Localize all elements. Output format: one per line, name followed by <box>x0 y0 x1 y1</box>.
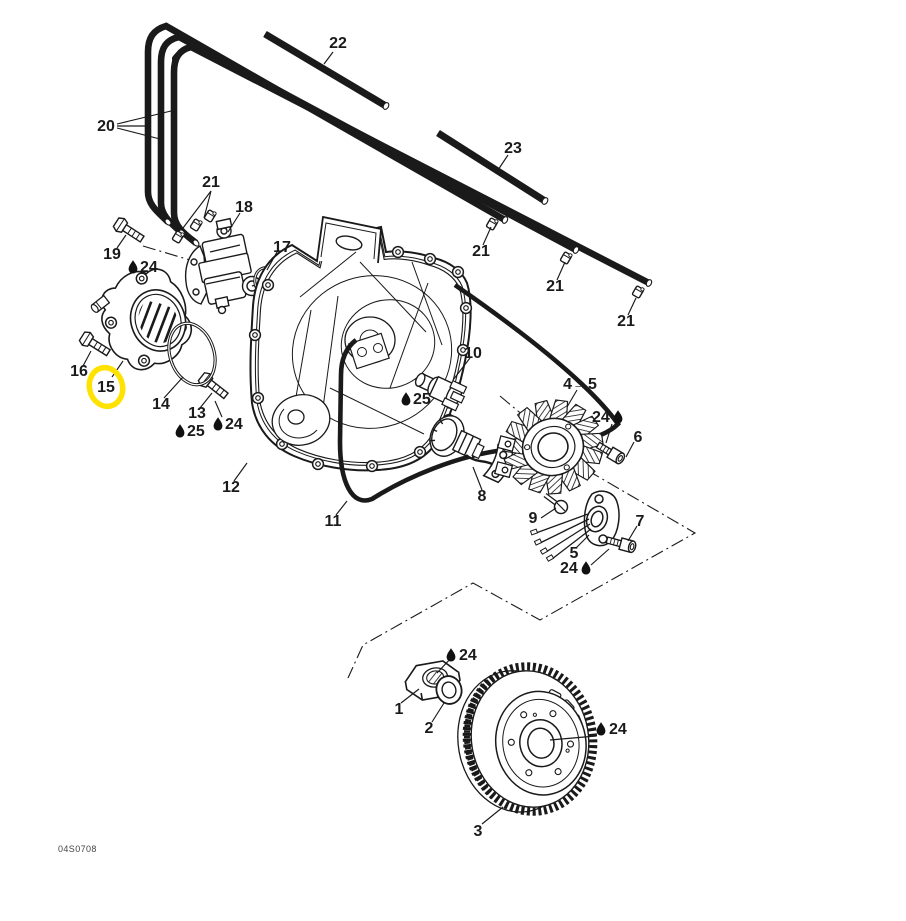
part-label-6: 6 <box>634 429 643 446</box>
part-label-21: 21 <box>546 278 564 295</box>
stator-mounting-tabs <box>493 435 517 479</box>
oil-drop-icon <box>596 722 606 736</box>
part-label-21: 21 <box>617 313 635 330</box>
tube-clamp <box>559 250 574 266</box>
oil-drop-icon <box>128 260 138 274</box>
water-pump-volute <box>271 394 331 446</box>
part-label-1: 1 <box>395 701 404 718</box>
ring-gear-teeth <box>462 662 598 816</box>
large-o-ring-14 <box>167 321 217 387</box>
water-pump-cover <box>90 268 192 371</box>
drawing-code: 04S0708 <box>58 844 97 854</box>
tube-clamp <box>631 284 646 300</box>
part-label-5: 5 <box>570 545 579 562</box>
part-label-20: 20 <box>97 118 115 135</box>
stator-wires <box>529 513 592 562</box>
part-label-9: 9 <box>529 510 538 527</box>
oil-drop-icon <box>613 410 623 424</box>
magneto-cover <box>248 215 473 473</box>
cover-top-bracket <box>316 215 382 264</box>
part-label-23: 23 <box>504 140 522 157</box>
crankshaft-washer <box>435 675 463 705</box>
part-label-3: 3 <box>474 823 483 840</box>
part-label-22: 22 <box>329 35 347 52</box>
lube-label-25: 25 <box>413 391 431 408</box>
stator-screw-9 <box>543 493 569 515</box>
lube-label-24: 24 <box>592 409 610 426</box>
stator <box>502 399 605 495</box>
part-label-21: 21 <box>202 174 220 191</box>
part-label-13: 13 <box>188 405 206 422</box>
flywheel <box>457 662 598 816</box>
lube-label-24: 24 <box>609 721 627 738</box>
part-label-17: 17 <box>273 239 291 256</box>
lube-label-24: 24 <box>560 560 578 577</box>
sensor-wire <box>465 454 493 466</box>
part-label-10: 10 <box>464 345 482 362</box>
part-label-12: 12 <box>222 479 240 496</box>
rotor-sensor-assembly <box>429 415 485 460</box>
part-label-21: 21 <box>472 243 490 260</box>
part-label-8: 8 <box>478 488 487 505</box>
lubricant-callouts: 24 25 24 25 24 24 24 24 <box>128 259 627 738</box>
part-label-18: 18 <box>235 199 253 216</box>
oil-injection-tubes <box>144 22 653 287</box>
oil-drop-icon <box>581 561 591 575</box>
part-label-15-highlighted: 15 <box>97 379 115 396</box>
oil-drop-icon <box>446 648 456 662</box>
oil-drop-icon <box>175 424 185 438</box>
lube-label-24: 24 <box>140 259 158 276</box>
oil-drop-icon <box>213 417 223 431</box>
part-label-2: 2 <box>425 720 434 737</box>
highlight-ring <box>86 364 126 410</box>
leader-lines <box>82 51 638 825</box>
pump-drive-coupler <box>414 372 468 412</box>
lube-label-24: 24 <box>459 647 477 664</box>
part-label-14: 14 <box>152 396 170 413</box>
part-label-19: 19 <box>103 246 121 263</box>
part-label-16: 16 <box>70 363 88 380</box>
part-label-4-to-5: 4→5 <box>563 376 597 393</box>
cover-ribbing <box>291 251 453 435</box>
flywheel-face <box>494 690 587 796</box>
inlet-spigot <box>90 294 111 313</box>
grommet-bolt-7 <box>604 533 638 554</box>
straight-tube-22 <box>263 30 390 110</box>
lube-label-25: 25 <box>187 423 205 440</box>
pump-cover-bolt-13 <box>196 370 232 403</box>
part-label-7: 7 <box>636 513 645 530</box>
tube-clamp <box>189 217 204 233</box>
part-label-11: 11 <box>325 513 342 530</box>
oil-pump <box>184 217 264 315</box>
pump-cover-bolt-16 <box>77 329 114 360</box>
lube-label-24: 24 <box>225 416 243 433</box>
pump-mounting-bolt <box>111 215 147 247</box>
part-callouts: 22 20 23 21 21 21 21 18 19 17 16 15 14 1… <box>70 35 644 840</box>
straight-tube-23 <box>436 130 549 205</box>
